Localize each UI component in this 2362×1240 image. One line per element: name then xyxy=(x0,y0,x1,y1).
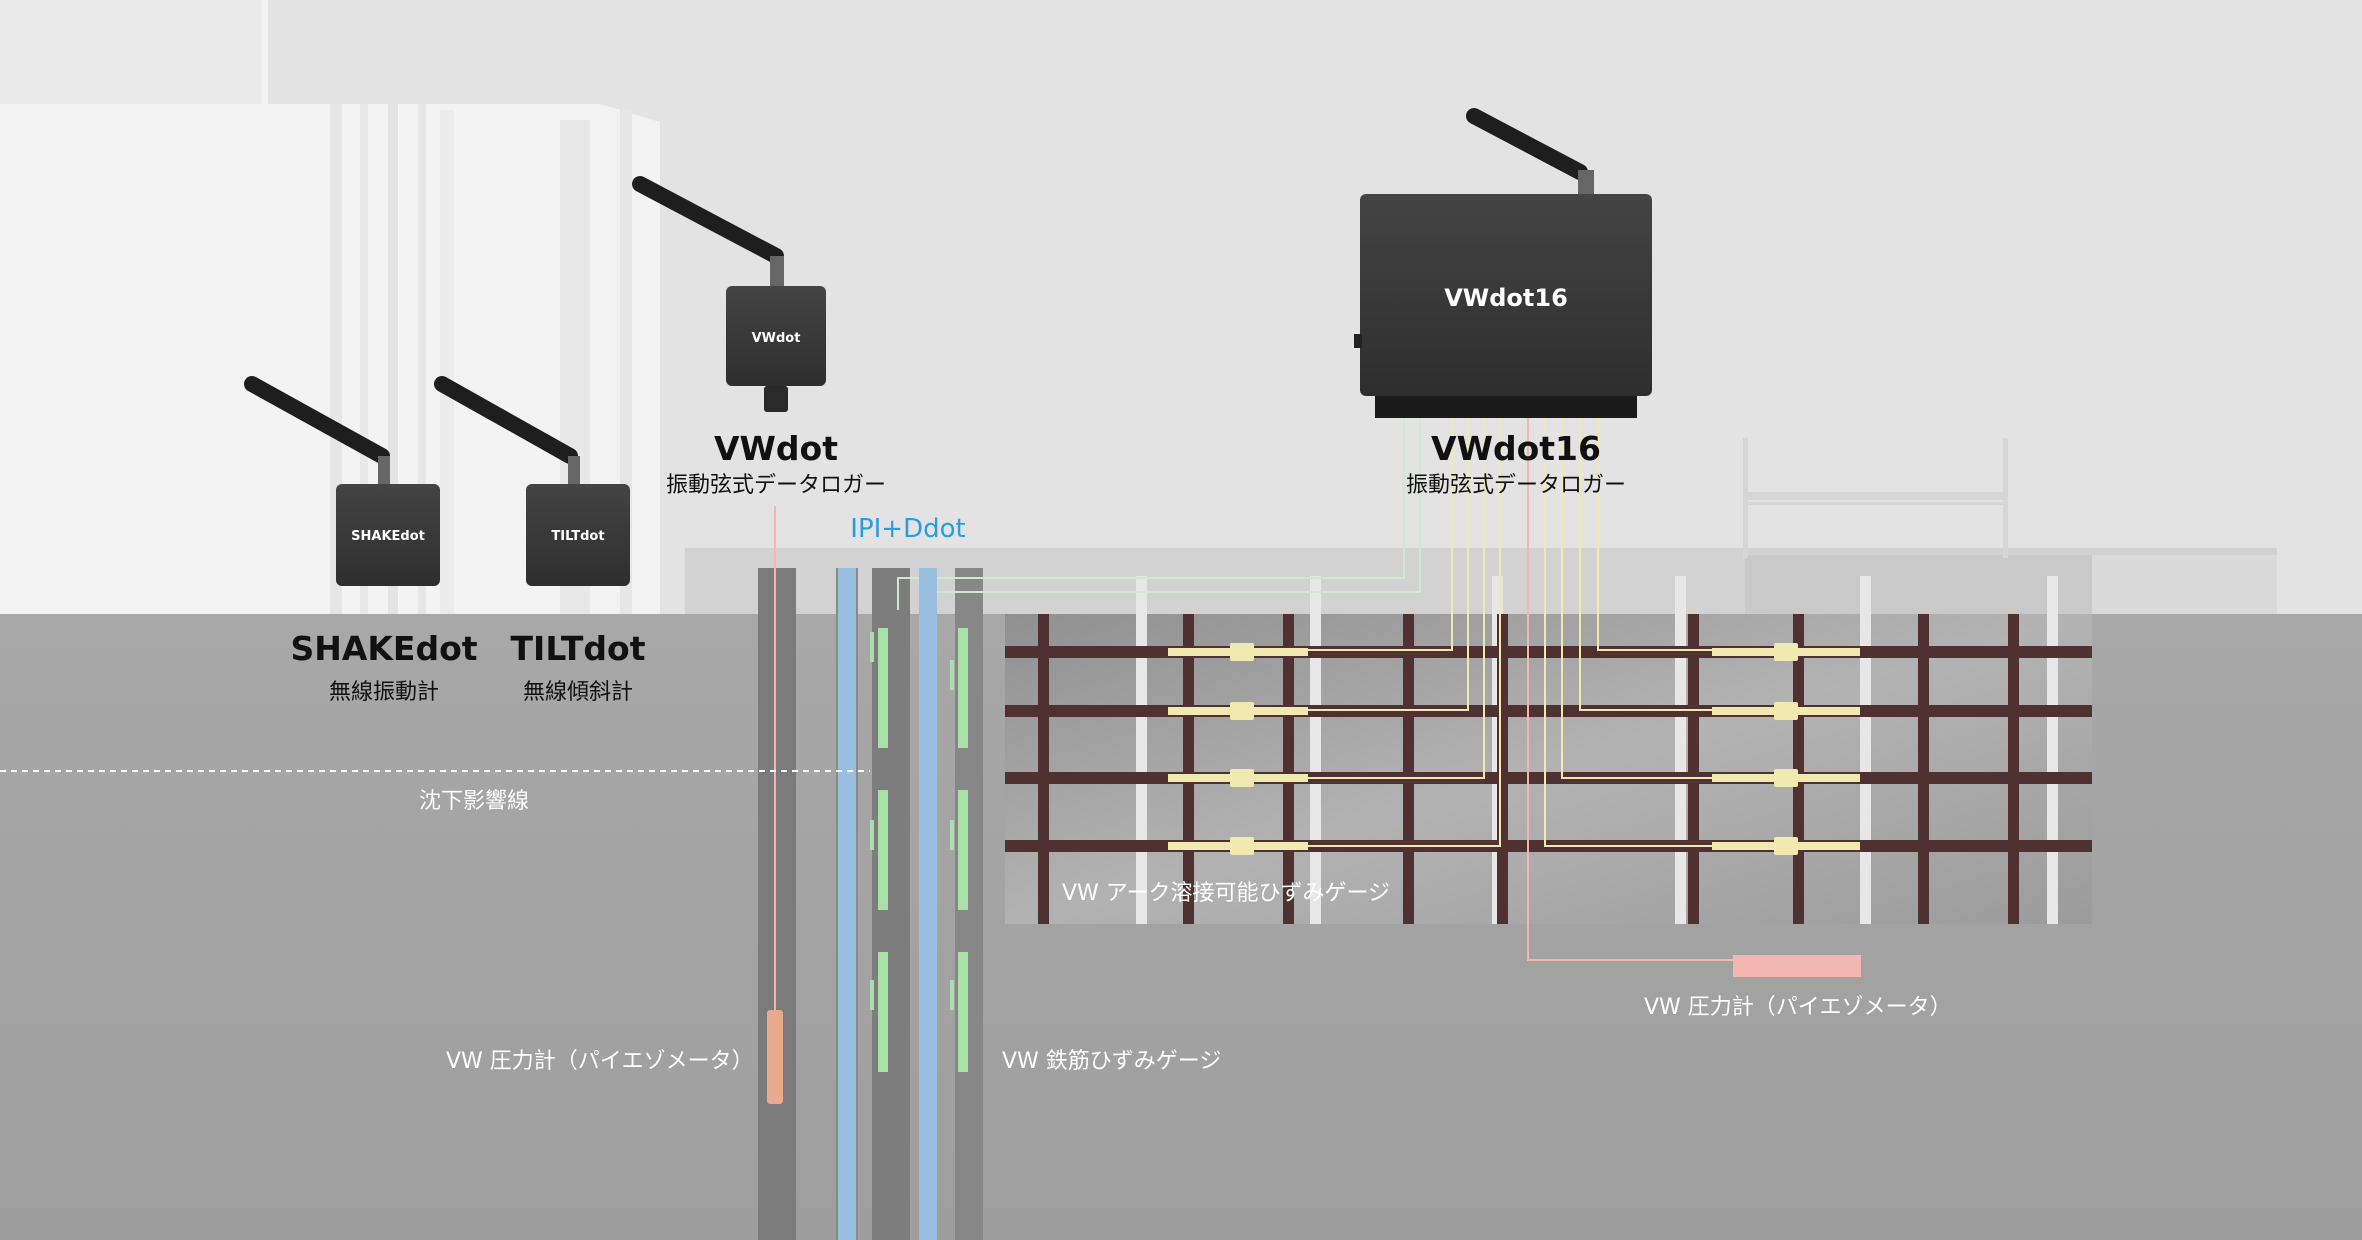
tiltdot-desc: 無線傾斜計 xyxy=(523,680,633,705)
scaffold-crane xyxy=(1743,438,2008,558)
vwdot-desc: 振動弦式データロガー xyxy=(666,473,886,498)
antenna-icon xyxy=(244,376,390,464)
shakedot-name: SHAKEdot xyxy=(290,629,477,668)
vwdot16-desc: 振動弦式データロガー xyxy=(1406,473,1626,498)
piezometer-left-label: VW 圧力計（パイエゾメータ） xyxy=(446,1049,754,1074)
ipi-pipes xyxy=(838,568,937,1240)
vwdot16-cables xyxy=(897,404,1736,961)
vertical-struts xyxy=(1038,614,2019,924)
shakedot-face-label: SHAKEdot xyxy=(351,529,425,544)
background-buildings xyxy=(0,0,2277,614)
tiltdot-name: TILTdot xyxy=(511,629,646,668)
tiltdot-face-label: TILTdot xyxy=(551,529,604,544)
vwdot16-name: VWdot16 xyxy=(1431,429,1601,468)
antenna-icon xyxy=(434,376,578,464)
tiltdot-device[interactable]: TILTdot xyxy=(434,376,630,586)
arc-weld-strain-gauges xyxy=(1168,643,1860,855)
shakedot-desc: 無線振動計 xyxy=(329,680,439,705)
antenna-icon xyxy=(632,176,784,264)
piezometer-right xyxy=(1733,955,1861,977)
vwdot-device[interactable]: VWdot xyxy=(632,176,826,412)
arc-weld-gauge-label: VW アーク溶接可能ひずみゲージ xyxy=(1062,881,1390,906)
vwdot-name: VWdot xyxy=(714,429,838,468)
rebar-gauge-label: VW 鉄筋ひずみゲージ xyxy=(1002,1049,1221,1074)
piezometer-right-label: VW 圧力計（パイエゾメータ） xyxy=(1644,995,1952,1020)
vwdot16-face-label: VWdot16 xyxy=(1444,284,1568,312)
antenna-icon xyxy=(1466,108,1588,180)
rebar-strain-gauges xyxy=(870,628,968,1072)
piezometer-left xyxy=(767,506,783,1104)
ipi-ddot-label: IPI+Ddot xyxy=(850,514,965,544)
settlement-line-label: 沈下影響線 xyxy=(419,789,529,814)
shakedot-device[interactable]: SHAKEdot xyxy=(244,376,440,586)
vwdot16-device[interactable]: VWdot16 xyxy=(1354,108,1652,418)
vwdot-face-label: VWdot xyxy=(752,331,801,346)
